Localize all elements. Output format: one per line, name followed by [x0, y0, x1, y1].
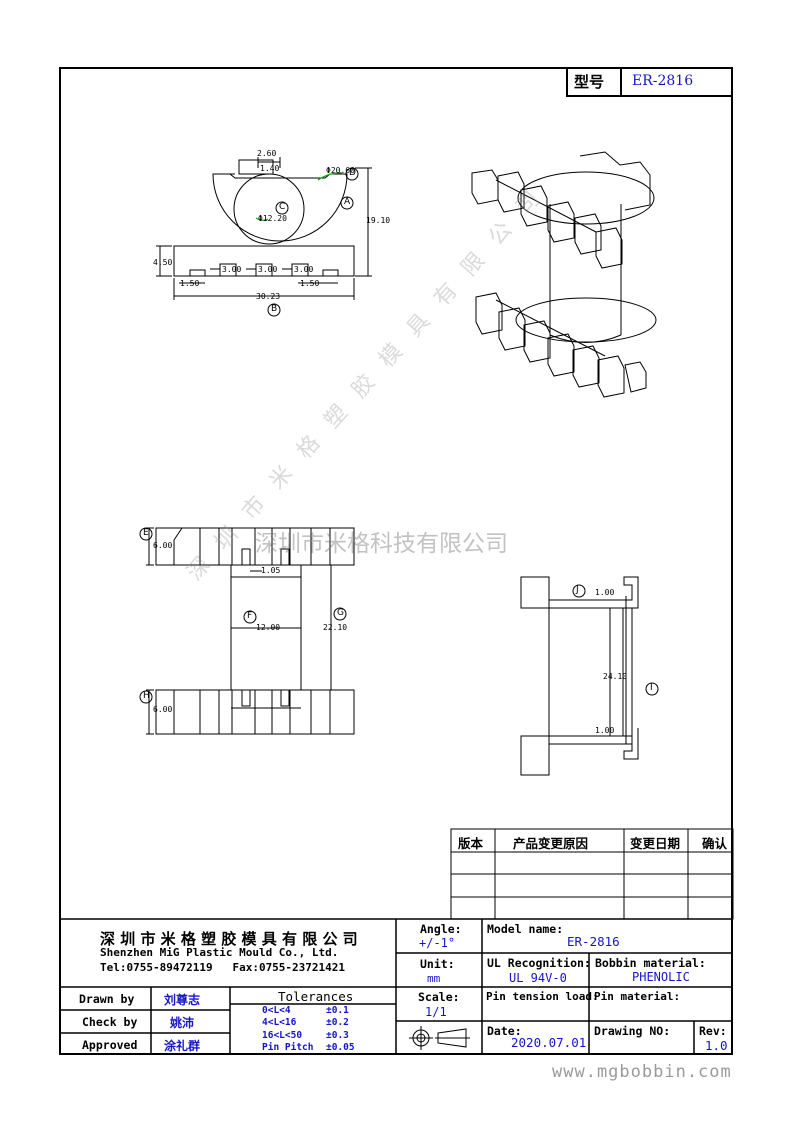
dim-phi-20-60: Φ20.60 [326, 166, 355, 175]
check-by-label: Check by [82, 1015, 138, 1029]
check-by-value: 姚沛 [170, 1016, 195, 1030]
ul-recognition-label: UL Recognition: [487, 956, 591, 970]
dim-22-10: 22.10 [323, 623, 348, 632]
dim-1-05: 1.05 [261, 566, 281, 575]
scale-label: Scale: [418, 990, 460, 1004]
dim-3-00-b: 3.00 [258, 265, 278, 274]
tolerance-range-4: Pin Pitch [262, 1042, 314, 1053]
drawn-by-value: 刘尊志 [164, 993, 201, 1007]
company-name-en: Shenzhen MiG Plastic Mould Co., Ltd. [100, 946, 339, 959]
dim-2-60: 2.60 [257, 149, 277, 158]
unit-label: Unit: [420, 957, 455, 971]
model-type-value: ER-2816 [632, 73, 694, 89]
model-type-divider [620, 67, 622, 97]
dim-6-00-a: 6.00 [153, 541, 173, 550]
tag-j: J [576, 585, 579, 595]
date-label: Date: [487, 1024, 522, 1038]
rev-col-version: 版本 [458, 836, 484, 851]
dim-4-50: 4.50 [153, 258, 173, 267]
tolerance-value-1: ±0.1 [326, 1005, 349, 1016]
tolerance-range-2: 4<L<16 [262, 1017, 297, 1028]
scale-value: 1/1 [425, 1005, 447, 1019]
dim-1-50-a: 1.50 [180, 279, 200, 288]
pin-tension-label: Pin tension load: [486, 990, 599, 1003]
rev-col-confirm: 确认 [702, 836, 728, 851]
tag-i: I [650, 683, 653, 693]
tag-f: F [247, 611, 253, 621]
dim-1-00-a: 1.00 [595, 588, 615, 597]
drawing-no-label: Drawing NO: [594, 1024, 671, 1038]
tolerance-value-3: ±0.3 [326, 1030, 349, 1041]
dim-1-00-b: 1.00 [595, 726, 615, 735]
model-type-box [566, 67, 733, 97]
tolerance-range-3: 16<L<50 [262, 1030, 303, 1041]
unit-value: mm [427, 972, 441, 985]
footer-website: www.mgbobbin.com [552, 1062, 732, 1082]
approved-value: 涂礼群 [164, 1039, 201, 1053]
date-value: 2020.07.01 [511, 1035, 587, 1050]
dim-24-10: 24.10 [603, 672, 628, 681]
dim-3-00-c: 3.00 [294, 265, 314, 274]
drawn-by-label: Drawn by [79, 992, 135, 1006]
model-name-label: Model name: [487, 922, 564, 936]
tag-a: A [344, 197, 351, 207]
dim-3-00-a: 3.00 [222, 265, 242, 274]
tolerances-title: Tolerances [278, 989, 354, 1004]
model-name-value: ER-2816 [567, 934, 620, 949]
dim-phi-12-20: Φ12.20 [258, 214, 287, 223]
tag-h: H [143, 691, 150, 701]
dim-1-40: 1.40 [260, 164, 280, 173]
dim-30-23: 30.23 [256, 292, 281, 301]
tag-e: E [143, 528, 149, 538]
dim-1-50-b: 1.50 [300, 279, 320, 288]
ul-recognition-value: UL 94V-0 [509, 971, 567, 985]
angle-value: +/-1° [419, 936, 456, 950]
model-type-label: 型号 [574, 73, 605, 91]
bobbin-material-value: PHENOLIC [632, 970, 690, 984]
watermark-center: 深圳市米格科技有限公司 [255, 531, 508, 557]
dim-12-00: 12.00 [256, 623, 281, 632]
approved-label: Approved [82, 1038, 138, 1052]
tag-g: G [337, 608, 344, 618]
pin-material-label: Pin material: [594, 990, 681, 1003]
angle-label: Angle: [420, 922, 462, 936]
tag-c: C [279, 202, 286, 212]
tolerance-value-4: ±0.05 [326, 1042, 355, 1053]
rev-label: Rev: [699, 1024, 727, 1038]
company-name-cn: 深 圳 市 米 格 塑 胶 模 具 有 限 公 司 [100, 930, 358, 948]
tag-d: D [349, 168, 356, 178]
company-contact: Tel:0755-89472119 Fax:0755-23721421 [100, 961, 346, 974]
projection-symbol-icon [405, 1026, 473, 1052]
rev-col-date: 变更日期 [630, 836, 681, 851]
dim-19-10: 19.10 [366, 216, 391, 225]
bobbin-material-label: Bobbin material: [595, 956, 706, 970]
tolerance-range-1: 0<L<4 [262, 1005, 291, 1016]
rev-value: 1.0 [705, 1038, 728, 1053]
tolerance-value-2: ±0.2 [326, 1017, 349, 1028]
tag-b: B [271, 304, 278, 314]
dim-6-00-b: 6.00 [153, 705, 173, 714]
rev-col-reason: 产品变更原因 [513, 836, 589, 851]
